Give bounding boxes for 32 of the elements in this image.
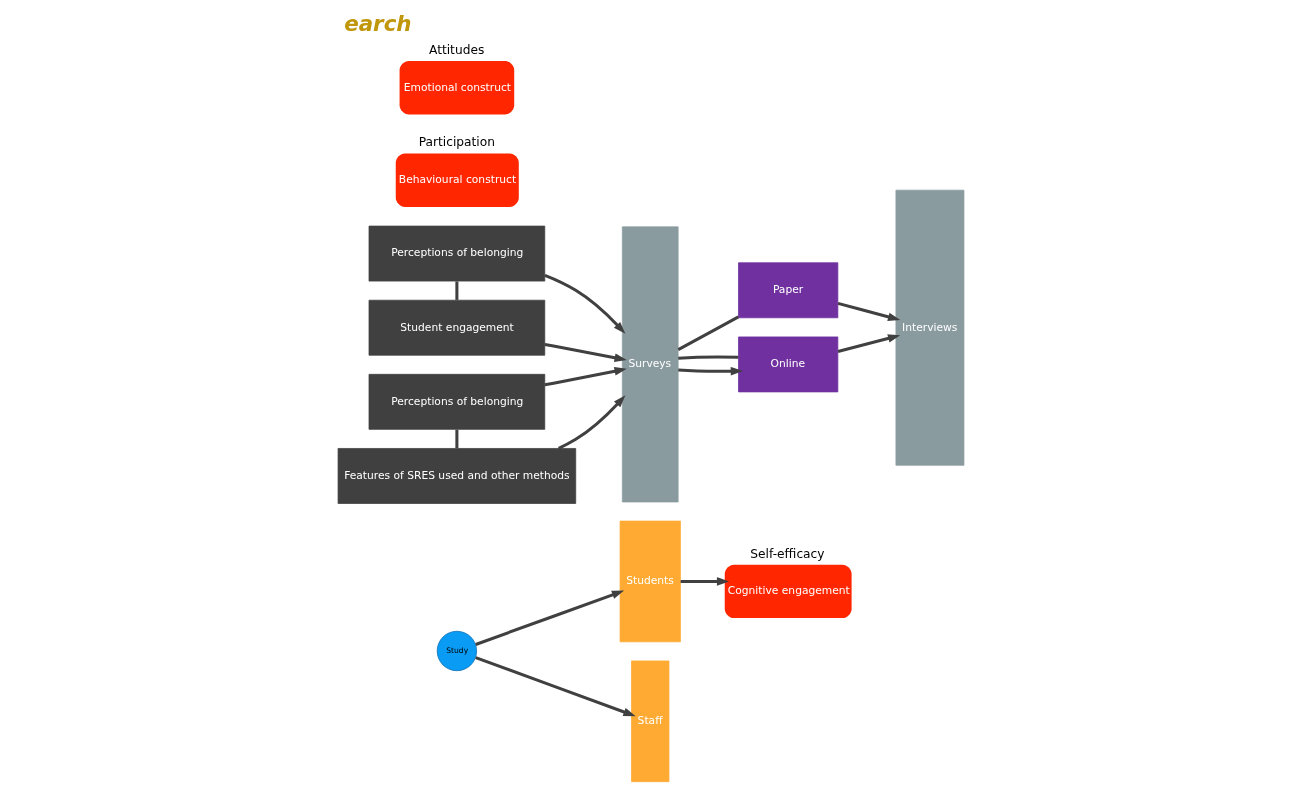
node-box: Cognitive engagement	[724, 564, 852, 619]
node-box: Student engagement	[368, 299, 546, 356]
node-box: Students	[619, 520, 681, 643]
connector	[455, 281, 459, 300]
arrow	[475, 590, 625, 646]
arrow	[544, 342, 627, 362]
node-box: Emotional construct	[399, 61, 515, 115]
connector	[455, 429, 459, 449]
arrow	[837, 334, 901, 354]
node-box: Paper	[738, 262, 839, 319]
arrow	[544, 366, 627, 387]
node-label: Attitudes	[429, 42, 485, 57]
arrow	[544, 273, 626, 334]
node-circle: Study	[436, 630, 477, 672]
node-box: Online	[738, 336, 839, 393]
arrow	[678, 366, 743, 376]
arrow	[680, 577, 730, 586]
node-label: Self-efficacy	[750, 546, 825, 561]
node-box: Behavioural construct	[395, 153, 519, 207]
connector	[677, 315, 740, 351]
connector	[678, 355, 739, 360]
arrow	[558, 395, 626, 450]
node-box: Perceptions of belonging	[368, 373, 546, 430]
node-box: Interviews	[895, 189, 965, 466]
node-box: Staff	[631, 660, 670, 783]
node-box: Surveys	[621, 226, 679, 503]
node-label: Participation	[418, 135, 495, 150]
node-box: Perceptions of belonging	[368, 225, 546, 282]
arrow	[475, 656, 636, 717]
node-box: Features of SRES used and other methods	[337, 448, 577, 504]
diagram-title: earch	[344, 10, 412, 36]
arrow	[837, 301, 901, 321]
